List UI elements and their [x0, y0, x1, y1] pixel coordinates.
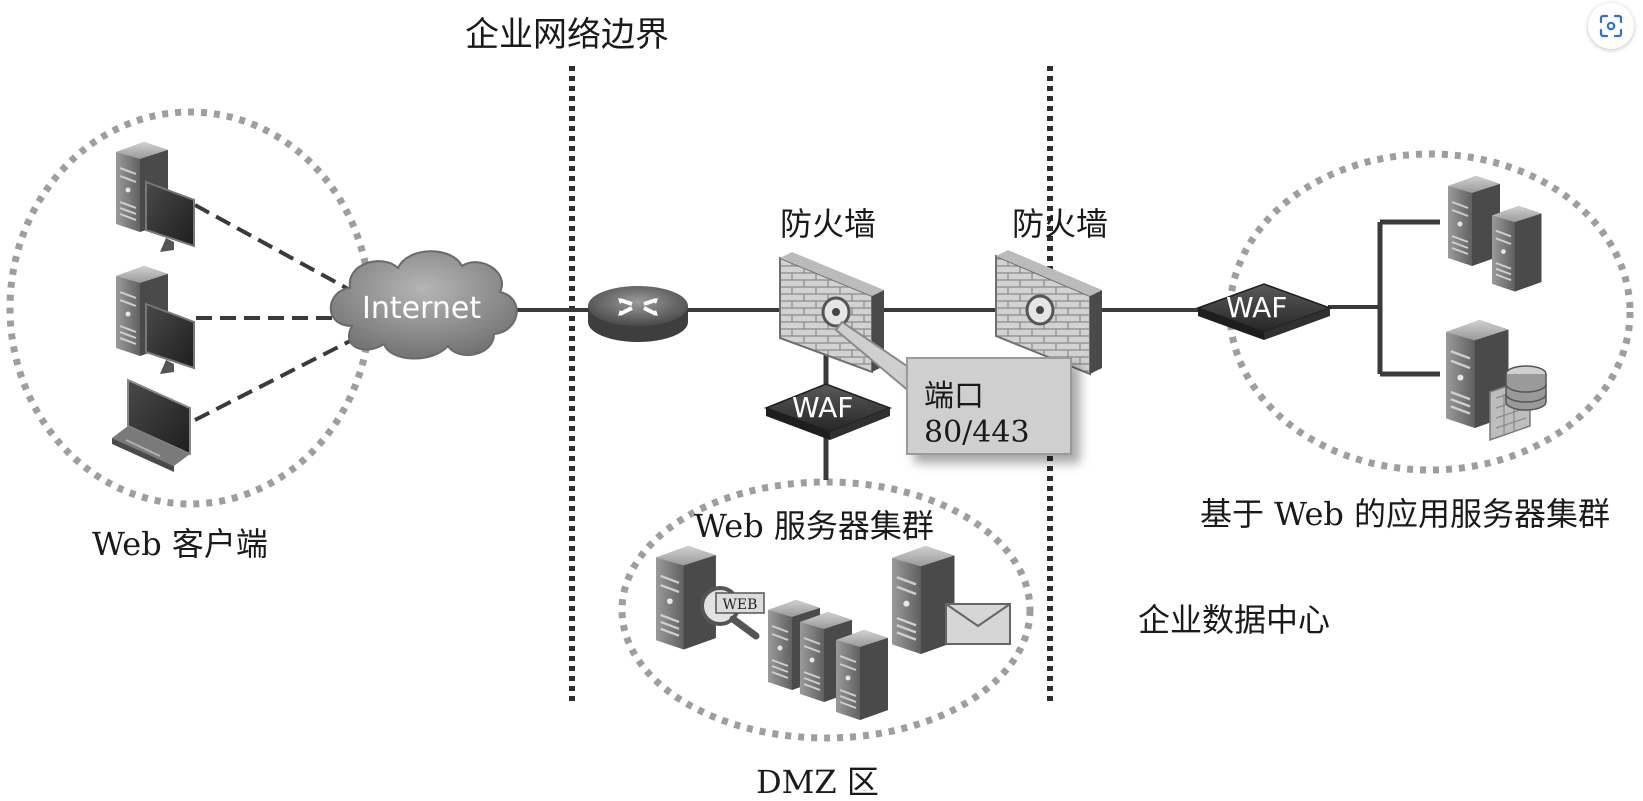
firewall-left-label: 防火墙	[780, 205, 877, 243]
router-icon	[588, 286, 688, 342]
boundary-label: 企业网络边界	[465, 15, 669, 55]
app-server-icon	[1491, 205, 1543, 293]
screen-scan-button[interactable]	[1588, 3, 1634, 49]
database-server-icon	[1444, 318, 1547, 442]
internet-cloud-icon	[329, 250, 518, 360]
waf-dmz-icon	[763, 383, 893, 440]
dmz-group-circle	[618, 478, 1034, 742]
waf-dmz-label: WAF	[792, 391, 854, 424]
screen-scan-icon	[1599, 14, 1623, 38]
callout-port-label: 端口	[924, 379, 984, 414]
mail-server-icon	[890, 544, 1011, 656]
firewall-right-label: 防火墙	[1012, 205, 1109, 243]
web-clients-label: Web 客户端	[92, 525, 268, 563]
link-server-branch	[1377, 219, 1440, 377]
web-badge-text: WEB	[723, 597, 758, 613]
waf-dc-label: WAF	[1226, 291, 1288, 324]
web-cluster-label: Web 服务器集群	[694, 507, 934, 545]
desktop-icon	[115, 265, 195, 374]
firewall-right-icon	[995, 250, 1102, 376]
web-server-icon	[835, 629, 889, 721]
datacenter-label: 企业数据中心	[1138, 601, 1331, 639]
port-callout: 端口 80/443	[906, 357, 1072, 455]
callout-port-numbers: 80/443	[924, 415, 1030, 450]
waf-dc-icon	[1195, 283, 1333, 340]
app-cluster-label: 基于 Web 的应用服务器集群	[1200, 495, 1611, 533]
dmz-label: DMZ 区	[756, 763, 879, 801]
internet-label: Internet	[362, 291, 482, 326]
client-link-1	[194, 203, 351, 292]
laptop-icon	[112, 378, 191, 472]
firewall-left-icon	[779, 252, 884, 374]
client-link-3	[194, 338, 353, 422]
desktop-icon	[115, 141, 195, 252]
web-search-server-icon: WEB	[654, 544, 765, 651]
